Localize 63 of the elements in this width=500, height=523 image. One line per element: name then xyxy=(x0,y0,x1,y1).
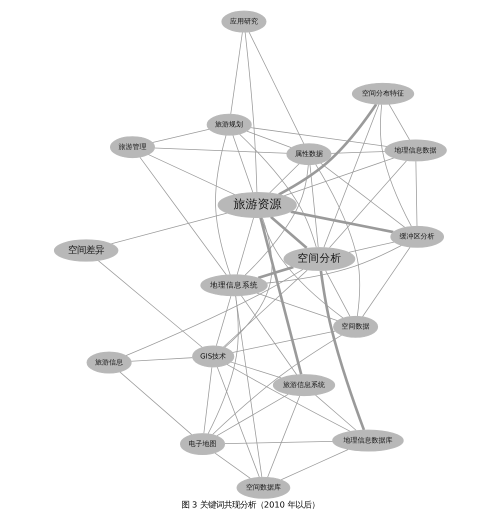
connector xyxy=(314,394,356,431)
connector xyxy=(270,216,308,249)
connector xyxy=(215,296,231,346)
connector xyxy=(278,104,377,196)
connector xyxy=(248,32,304,144)
connector xyxy=(246,130,292,148)
connector xyxy=(362,246,410,318)
node-ellipse: 空间差异 xyxy=(53,239,118,262)
connector xyxy=(118,372,192,435)
connector xyxy=(148,154,235,196)
connector xyxy=(224,217,272,348)
connector xyxy=(314,164,360,317)
connector xyxy=(125,269,303,356)
connector xyxy=(226,364,350,432)
connector xyxy=(283,158,394,196)
connector xyxy=(258,217,302,375)
connector xyxy=(216,366,260,478)
connector xyxy=(130,357,192,362)
connector xyxy=(320,162,405,228)
connector xyxy=(244,32,257,193)
connector xyxy=(240,295,297,376)
connector xyxy=(207,296,238,434)
connector xyxy=(256,292,338,322)
connector xyxy=(380,104,412,227)
connector xyxy=(280,449,348,480)
connector xyxy=(224,440,333,444)
connector xyxy=(330,151,385,154)
connector xyxy=(238,134,316,248)
connector xyxy=(260,217,343,318)
connector xyxy=(202,366,212,434)
connector xyxy=(212,334,342,435)
connector xyxy=(414,160,417,226)
connector xyxy=(232,134,253,193)
connector xyxy=(222,270,308,348)
connector xyxy=(139,156,226,276)
connector xyxy=(232,330,335,353)
connector xyxy=(388,104,410,140)
connector xyxy=(110,212,227,244)
connector xyxy=(214,134,230,275)
connector xyxy=(323,104,379,248)
connector xyxy=(234,296,262,478)
node-ellipse: 旅游资源 xyxy=(217,192,296,218)
connector xyxy=(290,210,394,234)
connector xyxy=(97,260,202,348)
connector xyxy=(266,395,300,478)
connector xyxy=(236,217,254,276)
caption: 图 3 关键词共现分析（2010 年以后） xyxy=(180,499,320,510)
connector xyxy=(268,163,300,194)
connector xyxy=(328,160,406,248)
connector xyxy=(152,128,210,143)
connector xyxy=(324,270,350,317)
connector xyxy=(154,148,287,154)
connector xyxy=(244,164,308,276)
connector xyxy=(230,362,282,378)
connector xyxy=(319,270,365,430)
connector xyxy=(230,32,242,114)
node-ellipse: 空间分析 xyxy=(283,247,355,271)
connector xyxy=(309,164,318,248)
connector xyxy=(216,394,288,436)
connector xyxy=(257,266,294,280)
connector xyxy=(250,127,387,147)
connector xyxy=(214,452,250,479)
connector xyxy=(348,242,394,253)
